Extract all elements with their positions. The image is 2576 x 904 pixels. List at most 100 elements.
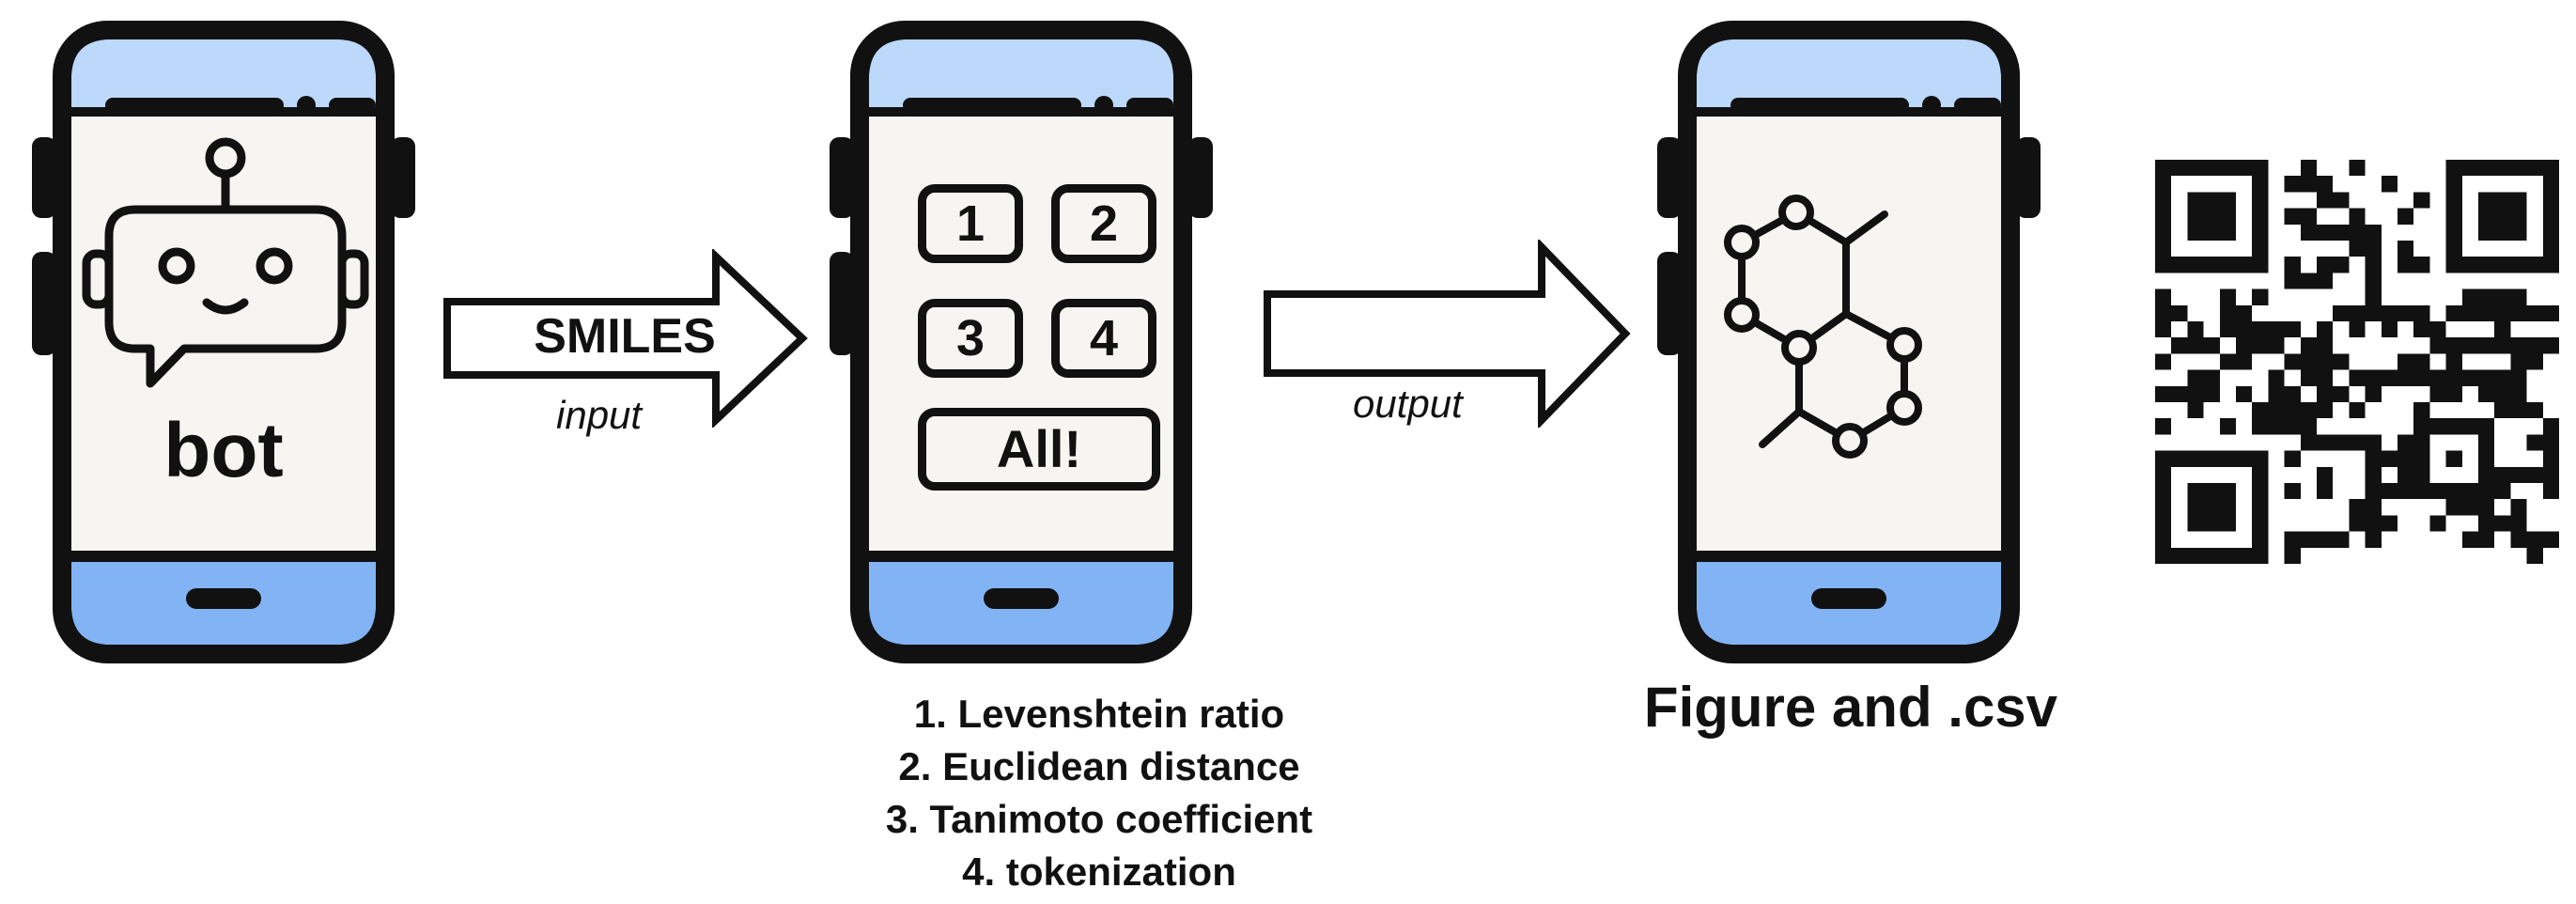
qr-module <box>2381 176 2398 193</box>
qr-module <box>2187 321 2204 338</box>
qr-module <box>2494 304 2511 321</box>
qr-module <box>2187 337 2204 354</box>
qr-module <box>2478 515 2495 532</box>
key-4[interactable]: 4 <box>1051 299 1156 378</box>
qr-module <box>2317 434 2334 451</box>
qr-code-icon[interactable] <box>2155 160 2559 564</box>
output-caption: output <box>1353 382 1463 426</box>
qr-module <box>2219 224 2236 241</box>
qr-module <box>2429 483 2446 500</box>
qr-module <box>2155 321 2172 338</box>
qr-module <box>2187 547 2204 564</box>
qr-module <box>2413 418 2430 435</box>
qr-module <box>2542 224 2559 241</box>
qr-module <box>2510 257 2527 273</box>
qr-module <box>2333 224 2350 241</box>
phone-molecule <box>1657 17 2041 667</box>
qr-module <box>2300 337 2317 354</box>
qr-module <box>2236 160 2253 177</box>
qr-module <box>2542 450 2559 467</box>
qr-module <box>2510 531 2527 548</box>
qr-module <box>2478 304 2495 321</box>
qr-module <box>2542 531 2559 548</box>
qr-module <box>2171 257 2188 273</box>
input-caption: input <box>556 393 643 437</box>
qr-module <box>2494 385 2511 402</box>
qr-module <box>2171 450 2188 467</box>
qr-module <box>2365 273 2382 289</box>
qr-module <box>2478 369 2495 386</box>
qr-module <box>2413 257 2430 273</box>
qr-module <box>2526 466 2543 483</box>
qr-module <box>2333 257 2350 273</box>
key-all[interactable]: All! <box>918 408 1160 491</box>
qr-module <box>2155 160 2172 177</box>
qr-module <box>2317 321 2334 338</box>
qr-module <box>2494 224 2511 241</box>
qr-module <box>2398 353 2414 370</box>
qr-module <box>2252 402 2269 419</box>
qr-module <box>2252 192 2269 209</box>
qr-module <box>2284 353 2301 370</box>
qr-module <box>2300 160 2317 177</box>
qr-module <box>2510 402 2527 419</box>
qr-module <box>2317 176 2334 193</box>
qr-module <box>2365 499 2382 516</box>
qr-module <box>2236 547 2253 564</box>
qr-module <box>2445 418 2462 435</box>
qr-module <box>2478 288 2495 305</box>
qr-module <box>2510 160 2527 177</box>
bot-label: bot <box>163 408 284 493</box>
qr-module <box>2219 483 2236 500</box>
qr-module <box>2445 224 2462 241</box>
qr-module <box>2413 192 2430 209</box>
qr-module <box>2510 208 2527 225</box>
qr-module <box>2268 337 2285 354</box>
qr-module <box>2300 434 2317 451</box>
qr-module <box>2445 160 2462 177</box>
qr-module <box>2349 402 2366 419</box>
arrow-input-icon <box>443 249 808 428</box>
qr-module <box>2461 531 2478 548</box>
qr-module <box>2478 160 2495 177</box>
qr-module <box>2171 160 2188 177</box>
qr-module <box>2349 241 2366 257</box>
qr-module <box>2155 241 2172 257</box>
qr-module <box>2187 483 2204 500</box>
qr-module <box>2349 434 2366 451</box>
qr-module <box>2203 208 2220 225</box>
qr-module <box>2284 402 2301 419</box>
qr-module <box>2542 337 2559 354</box>
qr-module <box>2478 466 2495 483</box>
key-1[interactable]: 1 <box>918 184 1023 263</box>
key-2[interactable]: 2 <box>1051 184 1156 263</box>
qr-module <box>2365 304 2382 321</box>
qr-module <box>2203 337 2220 354</box>
qr-module <box>2203 450 2220 467</box>
qr-module <box>2429 321 2446 338</box>
qr-module <box>2526 304 2543 321</box>
qr-module <box>2252 288 2269 305</box>
arrow-output-icon <box>1264 240 1631 428</box>
qr-module <box>2155 499 2172 516</box>
key-3[interactable]: 3 <box>918 299 1023 378</box>
qr-module <box>2300 353 2317 370</box>
qr-module <box>2219 192 2236 209</box>
qr-module <box>2155 353 2172 370</box>
qr-module <box>2317 192 2334 209</box>
qr-module <box>2187 208 2204 225</box>
qr-module <box>2333 434 2350 451</box>
qr-module <box>2445 450 2462 467</box>
qr-module <box>2398 208 2414 225</box>
molecule-icon <box>1724 195 1922 459</box>
qr-module <box>2365 466 2382 483</box>
qr-module <box>2381 304 2398 321</box>
qr-module <box>2317 224 2334 241</box>
qr-module <box>2349 208 2366 225</box>
qr-module <box>2429 337 2446 354</box>
qr-module <box>2445 208 2462 225</box>
qr-module <box>2284 321 2301 338</box>
qr-module <box>2236 321 2253 338</box>
qr-module <box>2365 288 2382 305</box>
qr-module <box>2494 369 2511 386</box>
